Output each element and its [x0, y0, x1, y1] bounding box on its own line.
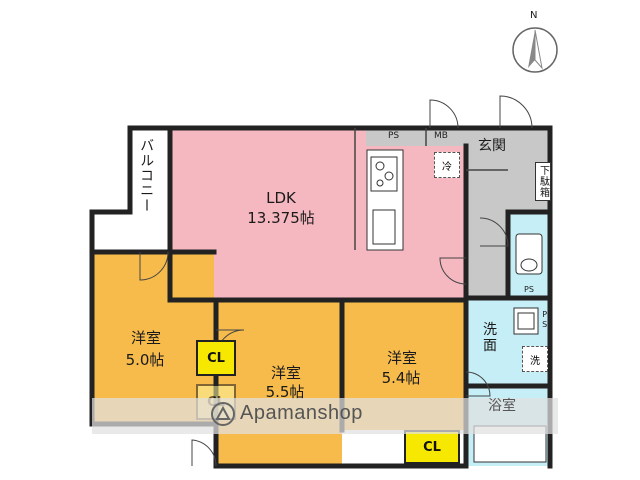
room-mid-size: 5.5帖 [265, 383, 305, 401]
room-mid-name: 洋室 [270, 364, 301, 382]
room-right-size: 5.4帖 [381, 369, 421, 387]
washer-space: 洗 [522, 346, 548, 372]
room-left-name: 洋室 [130, 329, 161, 347]
ps-mb-strip [366, 128, 466, 146]
mb-label: MB [434, 131, 448, 141]
closet-1-label: CL [196, 340, 236, 376]
sink [372, 209, 396, 245]
ps-toilet-label: PS [524, 285, 534, 294]
ldk-fill [170, 128, 466, 300]
balcony-label: バルコニー [138, 138, 155, 213]
stove [370, 156, 398, 192]
closet-3-label: CL [404, 430, 460, 464]
compass-icon [512, 27, 558, 73]
door-swings [139, 95, 533, 467]
ldk-name: LDK [266, 189, 296, 207]
watermark-band [92, 398, 558, 434]
watermark-text: Apamanshop [240, 402, 363, 424]
bath-label: 浴室 [488, 398, 516, 414]
room-mid-fill [216, 302, 342, 464]
ldk-size: 13.375帖 [247, 209, 315, 227]
ps-top-label: PS [388, 131, 400, 141]
room-left-size: 5.0帖 [125, 351, 165, 369]
fridge-space: 冷 [434, 152, 460, 178]
senmen-label: 洗面 [483, 322, 497, 355]
room-right-name: 洋室 [386, 349, 417, 367]
ps-wash-label: PS [540, 310, 550, 330]
compass-north-label: N [530, 10, 538, 21]
apamanshop-logo-icon [211, 402, 235, 426]
room-left-fill [92, 252, 214, 424]
getabako-label: 下駄箱 [535, 162, 551, 201]
toilet-fixture [515, 233, 543, 275]
genkan-label: 玄関 [478, 138, 506, 154]
